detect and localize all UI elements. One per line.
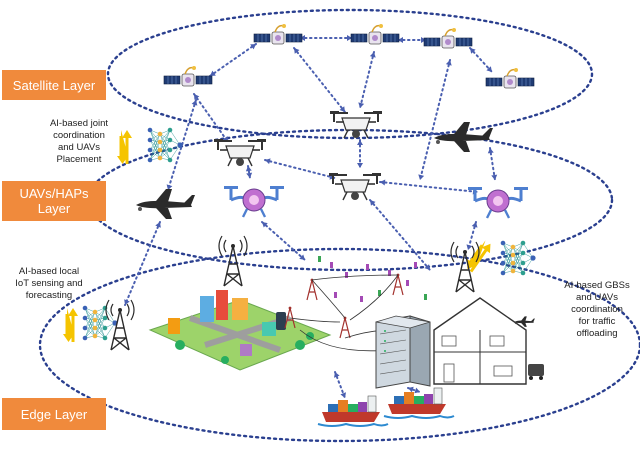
link-arrowhead	[424, 264, 430, 270]
link-arrowhead	[369, 52, 376, 58]
link-arrowhead	[333, 372, 340, 378]
gbs-coordination-caption: AI-based GBSs and UAVs coordination for …	[564, 280, 630, 339]
network-link	[293, 47, 346, 113]
link-arrowhead	[245, 166, 252, 172]
sensor-icon	[318, 256, 427, 300]
drone-icon	[329, 110, 383, 139]
satellite-layer-label: Satellite Layer	[2, 70, 106, 100]
link-arrowhead	[339, 106, 345, 112]
drone-icon	[222, 184, 286, 219]
cell-tower-icon	[306, 278, 318, 301]
link-arrowhead	[191, 100, 198, 106]
cargo-ship-icon	[317, 395, 389, 427]
cell-tower-icon	[392, 273, 404, 296]
network-link	[369, 199, 431, 271]
link-arrowhead	[124, 299, 130, 305]
smart-city-icon	[148, 290, 332, 371]
satellite-icon	[253, 23, 303, 45]
sensor-icon	[330, 262, 417, 302]
link-arrowhead	[470, 48, 476, 54]
military-uav-icon	[136, 189, 195, 219]
drone-icon	[328, 172, 382, 201]
satellite-icon	[423, 27, 473, 49]
link-arrowhead	[358, 102, 365, 108]
neural-network-icon	[82, 305, 119, 341]
network-link	[261, 221, 306, 261]
link-arrowhead	[418, 174, 425, 180]
network-link	[359, 51, 375, 109]
joint-coordination-caption: AI-based joint coordination and UAVs Pla…	[49, 118, 109, 165]
link-arrowhead	[491, 174, 498, 180]
satellite-icon	[485, 67, 535, 89]
link-arrowhead	[398, 37, 403, 43]
iot-sensing-caption: AI-based local IoT sensing and forecasti…	[15, 266, 83, 301]
link-arrowhead	[300, 35, 305, 41]
link-arrowhead	[166, 184, 173, 190]
edge-layer-label: Edge Layer	[2, 398, 106, 430]
link-arrowhead	[471, 222, 478, 228]
network-link	[489, 147, 496, 181]
link-arrowhead	[445, 60, 452, 66]
network-link	[469, 47, 493, 73]
cell-tower-icon	[339, 316, 351, 339]
link-arrowhead	[421, 37, 426, 43]
link-arrowhead	[408, 386, 414, 393]
link-arrowhead	[487, 148, 494, 154]
link-arrowhead	[380, 179, 386, 186]
link-arrowhead	[340, 392, 347, 398]
uav-layer-label: UAVs/HAPs Layer	[2, 181, 106, 221]
network-link	[264, 159, 336, 179]
network-link	[419, 59, 451, 181]
link-arrowhead	[466, 244, 473, 250]
link-arrowhead	[347, 35, 352, 41]
satellite-icon	[350, 23, 400, 45]
link-arrowhead	[414, 387, 420, 394]
double-arrow-icon	[63, 308, 78, 342]
server-rack-icon	[375, 315, 431, 389]
link-arrowhead	[246, 172, 253, 178]
link-arrowhead	[299, 254, 305, 260]
link-arrowhead	[486, 66, 492, 72]
network-link	[209, 43, 257, 77]
drone-icon	[213, 138, 267, 167]
link-arrowhead	[262, 222, 268, 228]
link-arrowhead	[357, 140, 363, 145]
network-link	[193, 93, 229, 143]
link-arrowhead	[265, 158, 271, 165]
link-arrowhead	[370, 200, 376, 206]
link-arrowhead	[357, 163, 363, 168]
satellite-icon	[163, 65, 213, 87]
smart-home-icon	[433, 297, 544, 385]
link-arrowhead	[294, 48, 300, 54]
cell-tower-icon	[105, 299, 135, 351]
link-arrowhead	[250, 44, 256, 50]
edge-layer-ellipse	[38, 247, 640, 443]
link-arrowhead	[210, 70, 216, 76]
network-link	[379, 181, 479, 193]
satellite-layer-ellipse	[106, 8, 594, 140]
network-link	[124, 221, 161, 306]
link-arrowhead	[194, 94, 200, 100]
link-arrowhead	[155, 222, 161, 228]
